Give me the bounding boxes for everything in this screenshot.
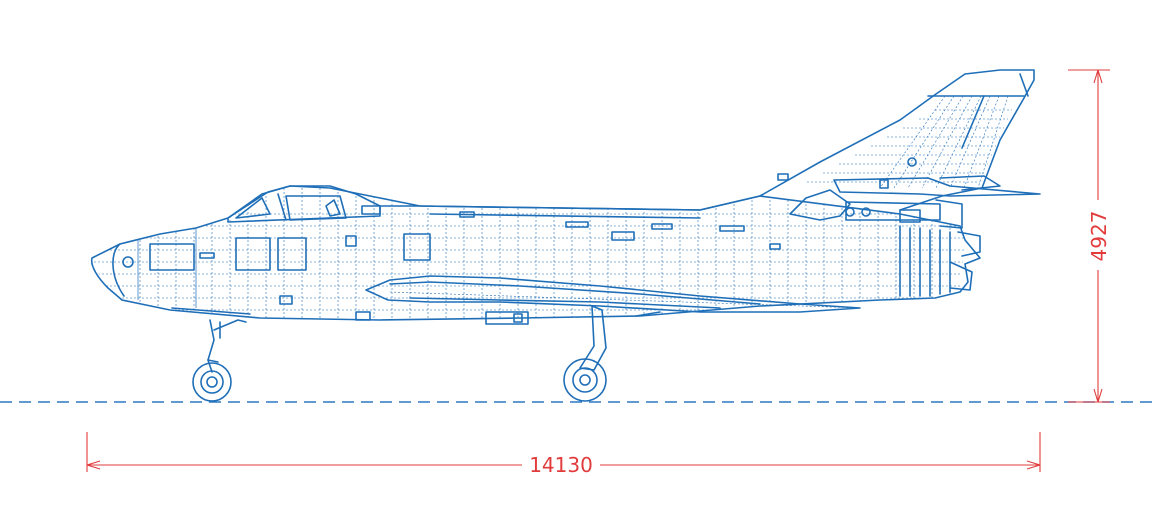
canopy bbox=[227, 185, 381, 223]
dorsal-spine bbox=[379, 195, 761, 211]
main-landing-gear bbox=[563, 305, 607, 402]
fuselage-outline bbox=[90, 185, 981, 321]
length-value: 14130 bbox=[529, 453, 593, 477]
height-value: 4927 bbox=[1087, 211, 1111, 262]
nose-probe bbox=[122, 256, 134, 268]
intake-panel bbox=[235, 237, 271, 271]
rear-fuselage-ribs bbox=[899, 225, 951, 297]
wing bbox=[365, 275, 861, 313]
horizontal-stabilizer bbox=[833, 177, 1041, 197]
main-wheel bbox=[563, 358, 607, 402]
height-dimension: 4927 bbox=[1068, 69, 1111, 403]
nose-wheel bbox=[192, 362, 232, 402]
aircraft-side-view bbox=[90, 69, 1041, 402]
fin-panel-grid bbox=[807, 95, 1012, 189]
vertical-fin bbox=[759, 69, 1035, 211]
nose-cone bbox=[112, 243, 125, 297]
nose-landing-gear bbox=[192, 319, 247, 402]
length-dimension: 14130 bbox=[86, 432, 1041, 477]
exhaust-nozzle bbox=[949, 261, 973, 291]
